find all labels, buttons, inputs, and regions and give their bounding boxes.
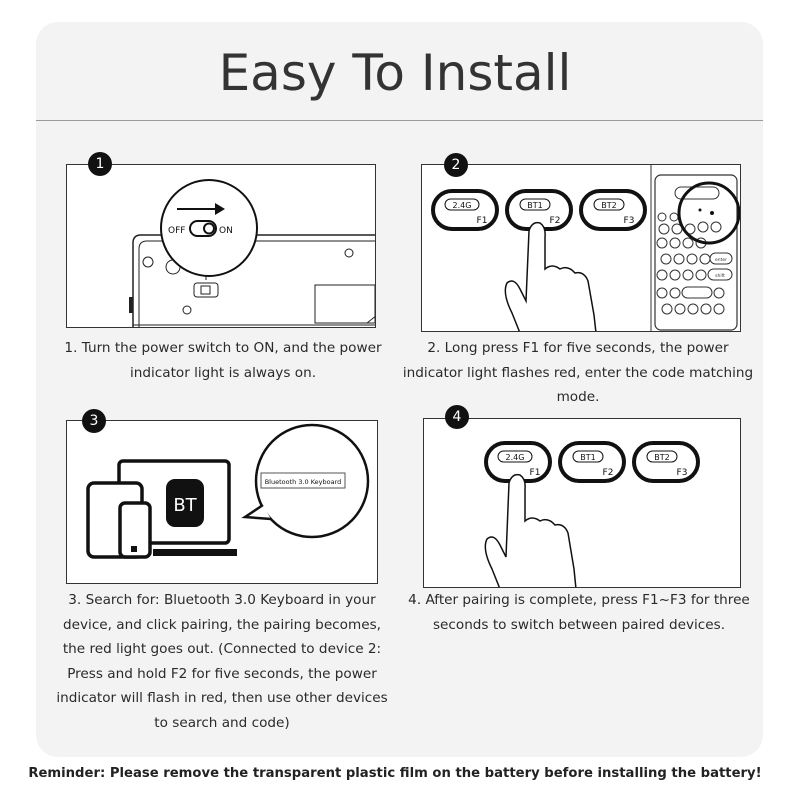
page-title: Easy To Install: [218, 44, 572, 102]
switch-off-label: OFF: [168, 226, 185, 236]
key-label: BT1: [580, 453, 595, 462]
step3-number-badge: 3: [82, 409, 106, 433]
key-fn-label: F1: [477, 216, 488, 226]
pairing-key-diagram: 2.4G F1 BT1 F2 BT2 F3: [431, 165, 740, 331]
key-label: BT2: [601, 201, 616, 210]
step1-number-badge: 1: [88, 152, 112, 176]
switch-device-key-diagram: 2.4G F1 BT1 F2 BT2 F3: [484, 441, 700, 587]
switch-on-label: ON: [219, 226, 233, 236]
mini-keyboard: enter shift: [654, 174, 738, 331]
bluetooth-devices-diagram: BT Bluetooth 3.0 Keyboard: [86, 423, 370, 559]
phone-icon: [118, 501, 152, 559]
key-fn-label: F1: [530, 468, 541, 478]
bluetooth-logo-icon: [166, 479, 204, 527]
step1-caption: 1. Turn the power switch to ON, and the …: [64, 340, 382, 381]
step4-number-badge: 4: [445, 405, 469, 429]
bt-logo-text: BT: [173, 495, 197, 516]
mini-key-label: shift: [715, 273, 725, 279]
key-fn-label: F3: [677, 468, 688, 478]
step4-illustration: 2.4G F1 BT1 F2 BT2 F3: [423, 418, 741, 588]
key-fn-label: F3: [624, 216, 635, 226]
step2-illustration: 2.4G F1 BT1 F2 BT2 F3: [421, 164, 741, 332]
battery-reminder: Reminder: Please remove the transparent …: [28, 766, 762, 781]
title-divider: [36, 120, 763, 121]
step2-number-badge: 2: [444, 153, 468, 177]
bluetooth-device-name: Bluetooth 3.0 Keyboard: [265, 478, 342, 486]
key-label: BT1: [527, 201, 542, 210]
indicator-highlight-circle: [677, 181, 740, 245]
key-label: 2.4G: [453, 201, 472, 210]
instruction-card: [36, 22, 763, 757]
key-fn-label: F2: [603, 468, 614, 478]
pointing-hand-icon: [504, 221, 597, 331]
key-label: 2.4G: [506, 453, 525, 462]
step3-caption: 3. Search for: Bluetooth 3.0 Keyboard in…: [56, 592, 388, 731]
pointing-hand-icon: [484, 473, 577, 587]
key-label: BT2: [654, 453, 669, 462]
step3-illustration: BT Bluetooth 3.0 Keyboard: [66, 420, 378, 584]
step1-illustration: OFF ON: [66, 164, 376, 328]
keyboard-power-switch-diagram: OFF ON: [129, 179, 375, 327]
key-fn-label: F2: [550, 216, 561, 226]
mini-key-label: enter: [715, 257, 727, 263]
step4-caption: 4. After pairing is complete, press F1~F…: [408, 592, 750, 633]
step2-caption: 2. Long press F1 for five seconds, the p…: [402, 340, 754, 405]
